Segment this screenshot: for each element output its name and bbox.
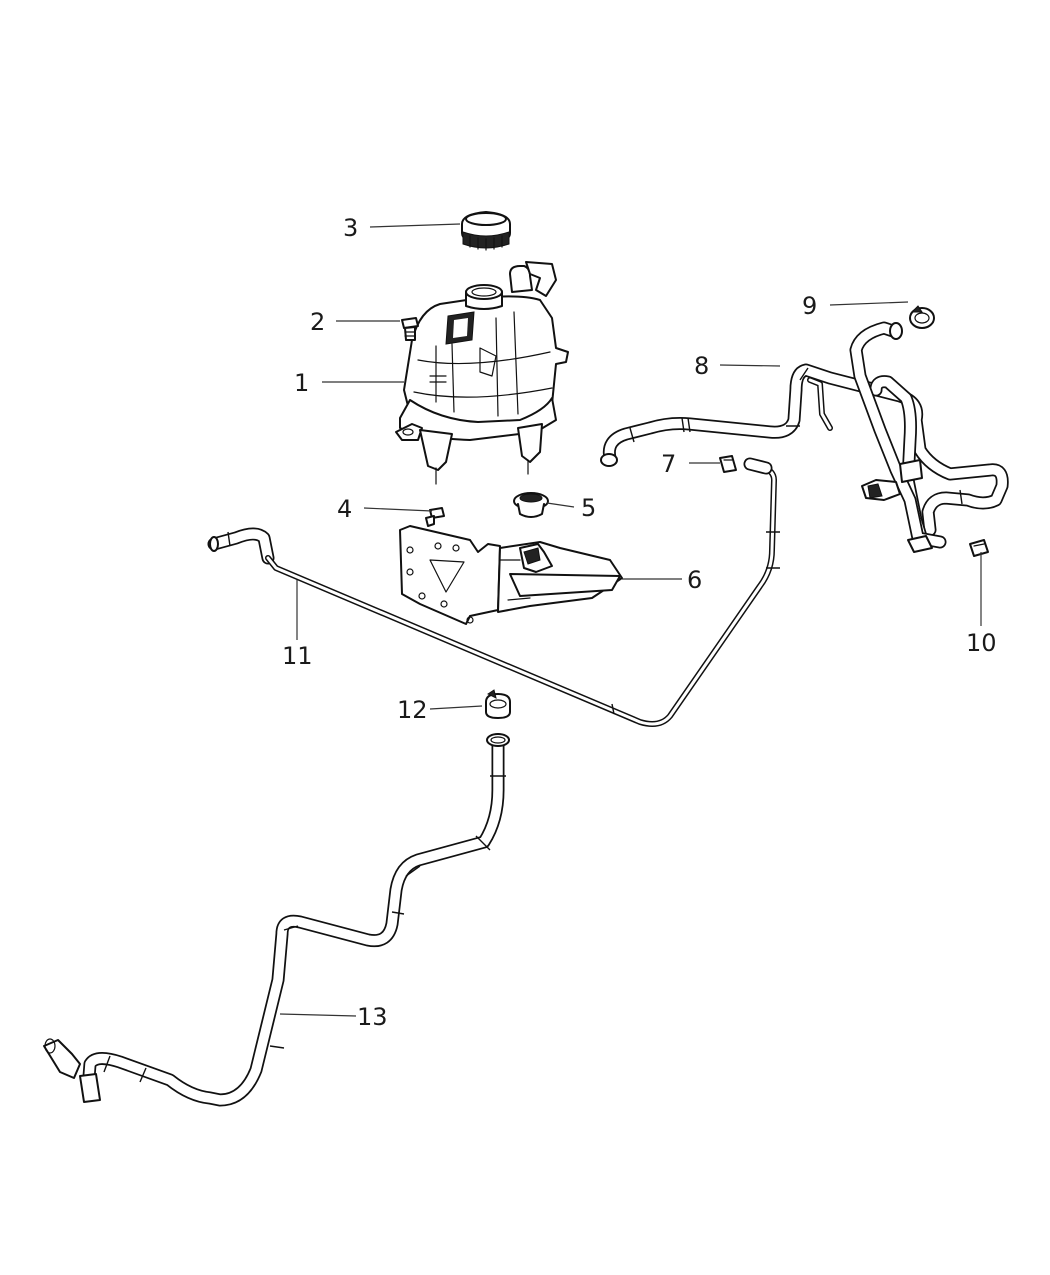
callout-1: 1: [294, 369, 309, 397]
part-9-clamp: [909, 305, 935, 329]
leader-12: [429, 705, 483, 710]
callout-12: 12: [397, 696, 428, 724]
part-10-cap: [969, 539, 989, 557]
callout-7: 7: [661, 450, 676, 478]
callout-9: 9: [802, 292, 817, 320]
part-13-hose: [43, 733, 510, 1107]
part-2-bolt: [401, 317, 419, 341]
leader-lines: [279, 223, 982, 1017]
leader-5: [546, 502, 575, 508]
part-5-grommet: [513, 492, 549, 518]
part-7-hose-end: [743, 457, 773, 475]
part-8-hose-assembly: [600, 321, 1009, 553]
leader-3: [369, 223, 461, 228]
callout-11: 11: [282, 642, 313, 670]
part-6-bracket: [399, 525, 623, 625]
leader-9: [829, 301, 909, 306]
leader-13: [279, 1013, 357, 1017]
callout-2: 2: [310, 308, 325, 336]
part-3-cap: [461, 211, 511, 251]
part-7-clamp: [719, 455, 737, 473]
callout-labels: 1 2 3 4 5 6 7 8 9 10 11 12 13: [282, 214, 997, 1031]
callout-3: 3: [343, 214, 358, 242]
part-4-bolt: [425, 507, 445, 527]
part-12-clamp: [485, 689, 511, 719]
leader-8: [719, 364, 781, 367]
callout-13: 13: [357, 1003, 388, 1031]
callout-5: 5: [581, 494, 596, 522]
leader-4: [363, 507, 433, 512]
callout-8: 8: [694, 352, 709, 380]
callout-6: 6: [687, 566, 702, 594]
part-1-coolant-reservoir: [395, 261, 569, 485]
callout-10: 10: [966, 629, 997, 657]
callout-4: 4: [337, 495, 352, 523]
